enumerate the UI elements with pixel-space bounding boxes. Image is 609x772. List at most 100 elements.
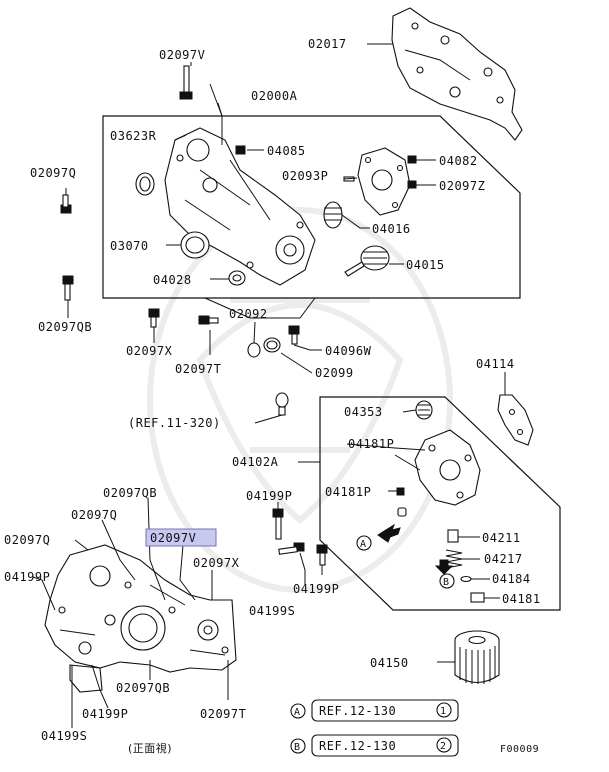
label-04184[interactable]: 04184 xyxy=(492,572,531,586)
bolt-04096w xyxy=(288,325,300,345)
label-04199s-mid[interactable]: 04199S xyxy=(249,604,295,618)
label-04199p-left[interactable]: 04199P xyxy=(4,570,50,584)
label-02097x-mid[interactable]: 02097X xyxy=(126,344,173,358)
label-04016[interactable]: 04016 xyxy=(372,222,411,236)
label-04181p-b[interactable]: 04181P xyxy=(325,485,371,499)
reference-b-row[interactable]: B REF.12-130 2 xyxy=(290,734,459,757)
bolt-04199p-mid xyxy=(272,508,284,540)
assembly-box-02000a xyxy=(102,115,521,299)
label-ref-11-320[interactable]: (REF.11-320) xyxy=(128,416,221,430)
label-02097q-front[interactable]: 02097Q xyxy=(71,508,117,522)
label-04199p-bottom[interactable]: 04199P xyxy=(82,707,128,721)
label-04028[interactable]: 04028 xyxy=(153,273,192,287)
marker-a-letter: A xyxy=(360,539,367,550)
label-04217[interactable]: 04217 xyxy=(484,552,523,566)
screw-02097z xyxy=(407,180,417,189)
gasket-04184 xyxy=(460,575,472,583)
gear-04016 xyxy=(323,201,343,229)
assembly-box-04102a xyxy=(319,396,561,611)
label-04150[interactable]: 04150 xyxy=(370,656,409,670)
bracket-04114 xyxy=(497,394,534,446)
front-case-upper xyxy=(164,127,316,286)
bolt-02097v-top xyxy=(179,65,193,100)
label-02097v-top[interactable]: 02097V xyxy=(159,48,205,62)
seal-04028 xyxy=(228,270,246,286)
front-case-front-view xyxy=(44,544,237,693)
plunger-04211 xyxy=(447,529,459,543)
part-labels: 02017 02097V 02000A 03623R 04085 04082 0… xyxy=(4,37,541,755)
label-02097x-front[interactable]: 02097X xyxy=(193,556,240,570)
label-04082[interactable]: 04082 xyxy=(439,154,478,168)
selected-part-highlight xyxy=(145,528,217,547)
front-view-caption: (正面視) xyxy=(128,741,172,755)
ref-a-number: 1 xyxy=(440,706,447,717)
label-04199p-mid2[interactable]: 04199P xyxy=(293,582,339,596)
label-02017[interactable]: 02017 xyxy=(308,37,347,51)
oil-filter-04150 xyxy=(454,630,500,684)
oring-02092 xyxy=(247,342,261,358)
label-04181p-a[interactable]: 04181P xyxy=(348,437,394,451)
bolt-04199p-mid2 xyxy=(316,544,328,566)
pressure-switch xyxy=(275,392,289,416)
plug-04085 xyxy=(235,145,246,155)
ref-b-label[interactable]: REF.12-130 xyxy=(319,739,396,753)
ref-b-box xyxy=(311,734,459,757)
bolt-02097t-mid xyxy=(198,315,219,325)
pump-cover-04082 xyxy=(357,147,411,216)
label-04353[interactable]: 04353 xyxy=(344,405,383,419)
label-04102a[interactable]: 04102A xyxy=(232,455,279,469)
arrow-b xyxy=(434,559,454,575)
label-02097z[interactable]: 02097Z xyxy=(439,179,485,193)
marker-b-letter: B xyxy=(443,577,450,588)
label-04096w[interactable]: 04096W xyxy=(325,344,372,358)
plug-04181p-b xyxy=(397,507,407,517)
gasket-02017 xyxy=(391,7,523,141)
leader-lines xyxy=(32,43,506,728)
label-04114[interactable]: 04114 xyxy=(476,357,515,371)
label-02097qb-left[interactable]: 02097QB xyxy=(38,320,92,334)
label-02097t-bottom[interactable]: 02097T xyxy=(200,707,246,721)
ref-b-number: 2 xyxy=(440,741,447,752)
watermark-emblem xyxy=(147,207,453,593)
plug-04181 xyxy=(470,592,485,603)
ref-a-circle-letter: A xyxy=(294,707,301,718)
label-04199s-bottom[interactable]: 04199S xyxy=(41,729,87,743)
label-02097qb-bottom[interactable]: 02097QB xyxy=(116,681,170,695)
oil-seal-03070 xyxy=(180,231,210,259)
bolt-02097q-left xyxy=(60,194,72,214)
label-04181[interactable]: 04181 xyxy=(502,592,541,606)
label-03623r[interactable]: 03623R xyxy=(110,129,157,143)
ref-a-label[interactable]: REF.12-130 xyxy=(319,704,396,718)
arrow-a xyxy=(377,523,401,543)
oring-02099-inner xyxy=(266,340,278,350)
label-04015[interactable]: 04015 xyxy=(406,258,445,272)
label-02000a[interactable]: 02000A xyxy=(251,89,298,103)
bolt-02097x-mid xyxy=(148,308,160,328)
label-04211[interactable]: 04211 xyxy=(482,531,521,545)
label-02099[interactable]: 02099 xyxy=(315,366,354,380)
label-02097q-left2[interactable]: 02097Q xyxy=(4,533,50,547)
bolt-02097qb-left xyxy=(62,275,74,301)
gear-04015 xyxy=(344,245,390,277)
reference-a-row[interactable]: A REF.12-130 1 xyxy=(290,699,459,722)
label-02093p[interactable]: 02093P xyxy=(282,169,328,183)
label-02097q-left[interactable]: 02097Q xyxy=(30,166,76,180)
marker-b: B xyxy=(439,573,455,589)
label-04199p-mid[interactable]: 04199P xyxy=(246,489,292,503)
marker-a: A xyxy=(356,535,372,551)
relief-plug-04353 xyxy=(415,400,433,420)
label-02097t-mid[interactable]: 02097T xyxy=(175,362,221,376)
ref-a-box xyxy=(311,699,459,722)
ref-b-circle-letter: B xyxy=(294,742,301,753)
figure-code: F00009 xyxy=(500,744,539,755)
label-04085[interactable]: 04085 xyxy=(267,144,306,158)
label-03070[interactable]: 03070 xyxy=(110,239,149,253)
label-02097v-selected[interactable]: 02097V xyxy=(150,531,196,545)
label-02092[interactable]: 02092 xyxy=(229,307,268,321)
bolt-04199s-mid xyxy=(278,542,305,555)
label-02097qb-front[interactable]: 02097QB xyxy=(103,486,157,500)
plug-04181p-a xyxy=(396,487,405,496)
oil-pump-body xyxy=(414,429,481,506)
screw-04082 xyxy=(407,155,417,164)
